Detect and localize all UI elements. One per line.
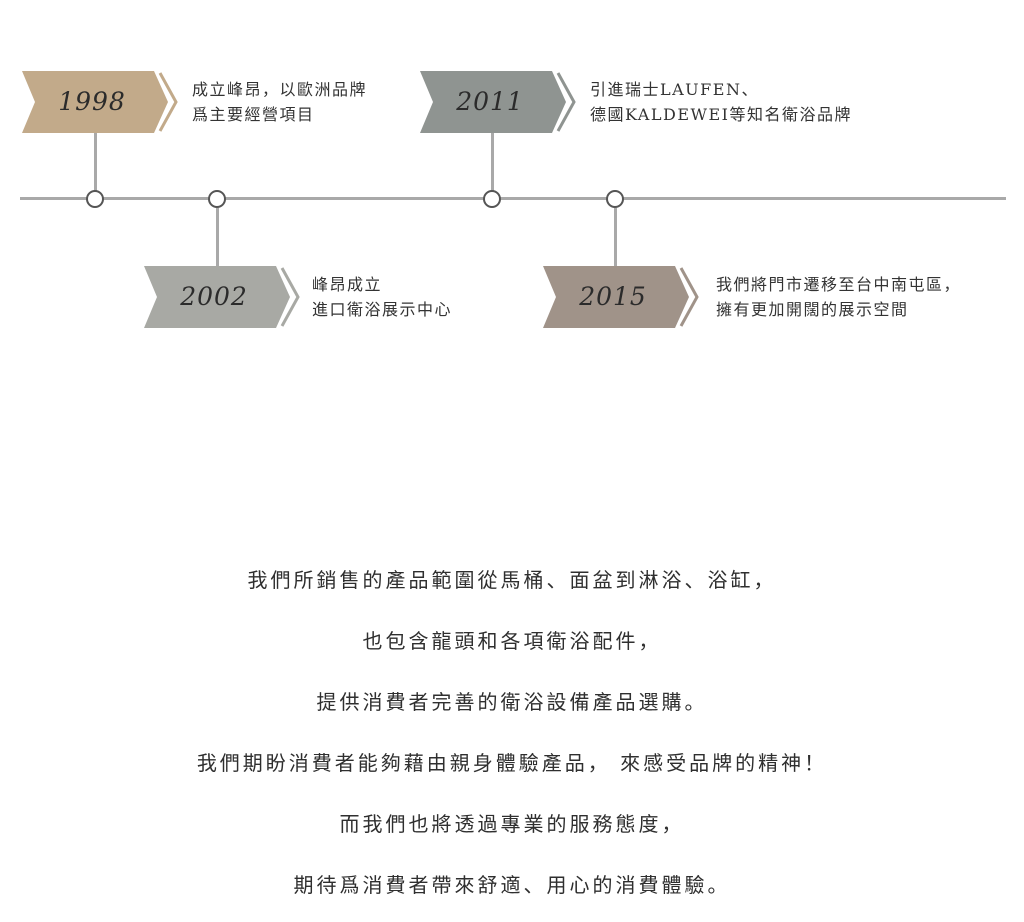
statement-line: 也包含龍頭和各項衛浴配件， — [362, 629, 662, 653]
company-statement: 我們所銷售的產品範圍從馬桶、面盆到淋浴、浴缸， 也包含龍頭和各項衛浴配件， 提供… — [0, 556, 1024, 922]
statement-line: 我們所銷售的產品範圍從馬桶、面盆到淋浴、浴缸， — [247, 568, 777, 592]
flag-body — [144, 266, 290, 328]
statement-line: 我們期盼消費者能夠藉由親身體驗產品， 來感受品牌的精神！ — [196, 751, 828, 775]
timeline-stem-2002 — [216, 208, 219, 268]
year-label: 1998 — [58, 87, 126, 116]
timeline-flag-2015: 2015 — [543, 266, 701, 328]
timeline-axis — [20, 197, 1006, 200]
flag-chevron — [679, 267, 699, 327]
flag-arrow-shape — [420, 71, 576, 133]
flag-body — [22, 71, 168, 133]
description-line: 成立峰昂，以歐洲品牌 — [192, 80, 368, 99]
year-label: 2002 — [180, 282, 248, 311]
timeline-flag-2011: 2011 — [420, 71, 578, 133]
company-timeline: 1998 成立峰昂，以歐洲品牌 爲主要經營項目 2002 峰昂成立 進口衛浴展示… — [0, 0, 1024, 360]
description-line: 德國KALDEWEI等知名衛浴品牌 — [590, 105, 852, 124]
timeline-stem-2011 — [491, 132, 494, 192]
timeline-node-2015 — [606, 190, 624, 208]
statement-line: 而我們也將透過專業的服務態度， — [339, 812, 685, 836]
timeline-flag-2002: 2002 — [144, 266, 302, 328]
event-description-1998: 成立峰昂，以歐洲品牌 爲主要經營項目 — [192, 77, 367, 127]
timeline-flag-1998: 1998 — [22, 71, 180, 133]
timeline-stem-1998 — [94, 132, 97, 192]
year-label: 2011 — [456, 87, 524, 116]
event-description-2002: 峰昂成立 進口衛浴展示中心 — [312, 272, 452, 322]
flag-chevron — [280, 267, 300, 327]
description-line: 我們將門市遷移至台中南屯區， — [716, 275, 962, 294]
event-description-2011: 引進瑞士LAUFEN、 德國KALDEWEI等知名衛浴品牌 — [590, 77, 852, 127]
flag-chevron — [556, 72, 576, 132]
description-line: 爲主要經營項目 — [192, 105, 315, 124]
timeline-node-2011 — [483, 190, 501, 208]
description-line: 引進瑞士LAUFEN、 — [590, 80, 759, 99]
flag-arrow-shape — [22, 71, 178, 133]
timeline-node-2002 — [208, 190, 226, 208]
event-description-2015: 我們將門市遷移至台中南屯區， 擁有更加開闊的展示空間 — [716, 272, 961, 322]
year-label: 2015 — [579, 282, 647, 311]
description-line: 擁有更加開闊的展示空間 — [716, 300, 909, 319]
timeline-stem-2015 — [614, 208, 617, 268]
description-line: 峰昂成立 — [312, 275, 383, 294]
flag-arrow-shape — [144, 266, 300, 328]
statement-line: 期待爲消費者帶來舒適、用心的消費體驗。 — [293, 873, 731, 897]
flag-chevron — [158, 72, 178, 132]
timeline-node-1998 — [86, 190, 104, 208]
flag-body — [420, 71, 566, 133]
description-line: 進口衛浴展示中心 — [312, 300, 453, 319]
flag-body — [543, 266, 689, 328]
flag-arrow-shape — [543, 266, 699, 328]
statement-line: 提供消費者完善的衛浴設備產品選購。 — [316, 690, 708, 714]
